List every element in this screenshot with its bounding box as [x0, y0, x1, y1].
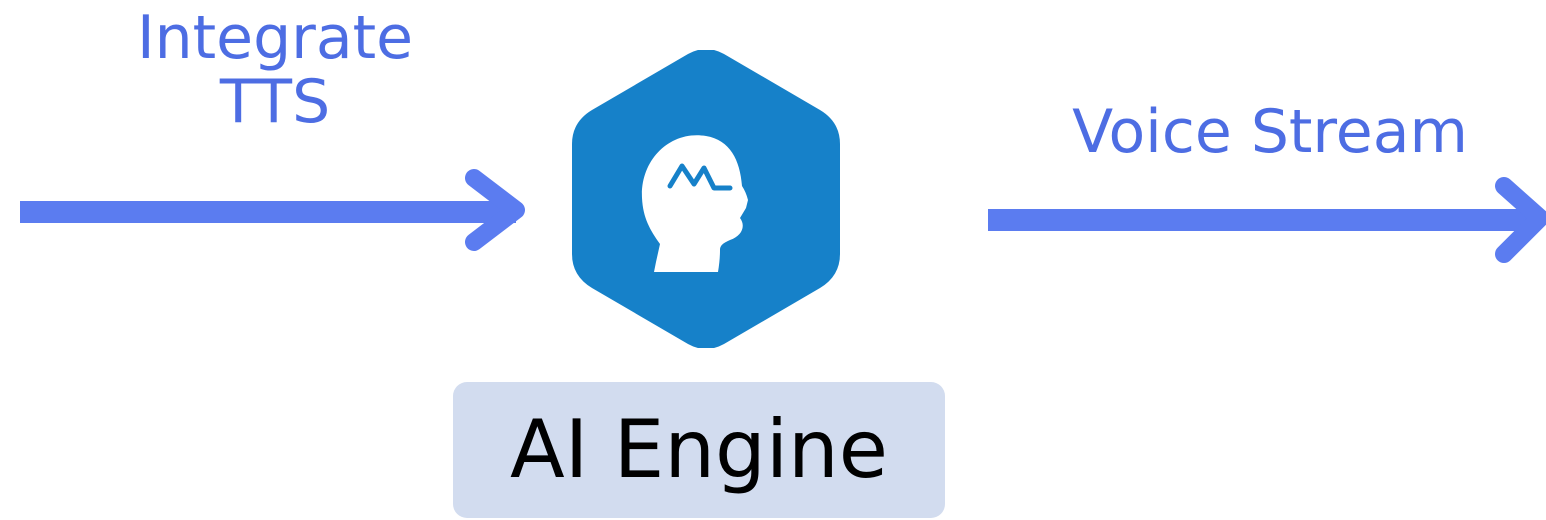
- head-silhouette-icon: [641, 135, 748, 272]
- output-arrow: [988, 177, 1546, 263]
- engine-badge: AI Engine: [453, 382, 945, 518]
- engine-hexagon-icon: [572, 50, 840, 348]
- engine-label: AI Engine: [510, 403, 888, 496]
- input-label: Integrate TTS: [60, 6, 490, 134]
- ml-wave-icon: [667, 163, 733, 191]
- input-label-line1: Integrate: [136, 3, 414, 73]
- output-arrow-head: [1495, 177, 1546, 263]
- input-label-line2: TTS: [219, 67, 331, 137]
- input-arrow-head: [465, 169, 525, 251]
- input-arrow: [20, 169, 525, 251]
- output-label: Voice Stream: [1072, 97, 1468, 167]
